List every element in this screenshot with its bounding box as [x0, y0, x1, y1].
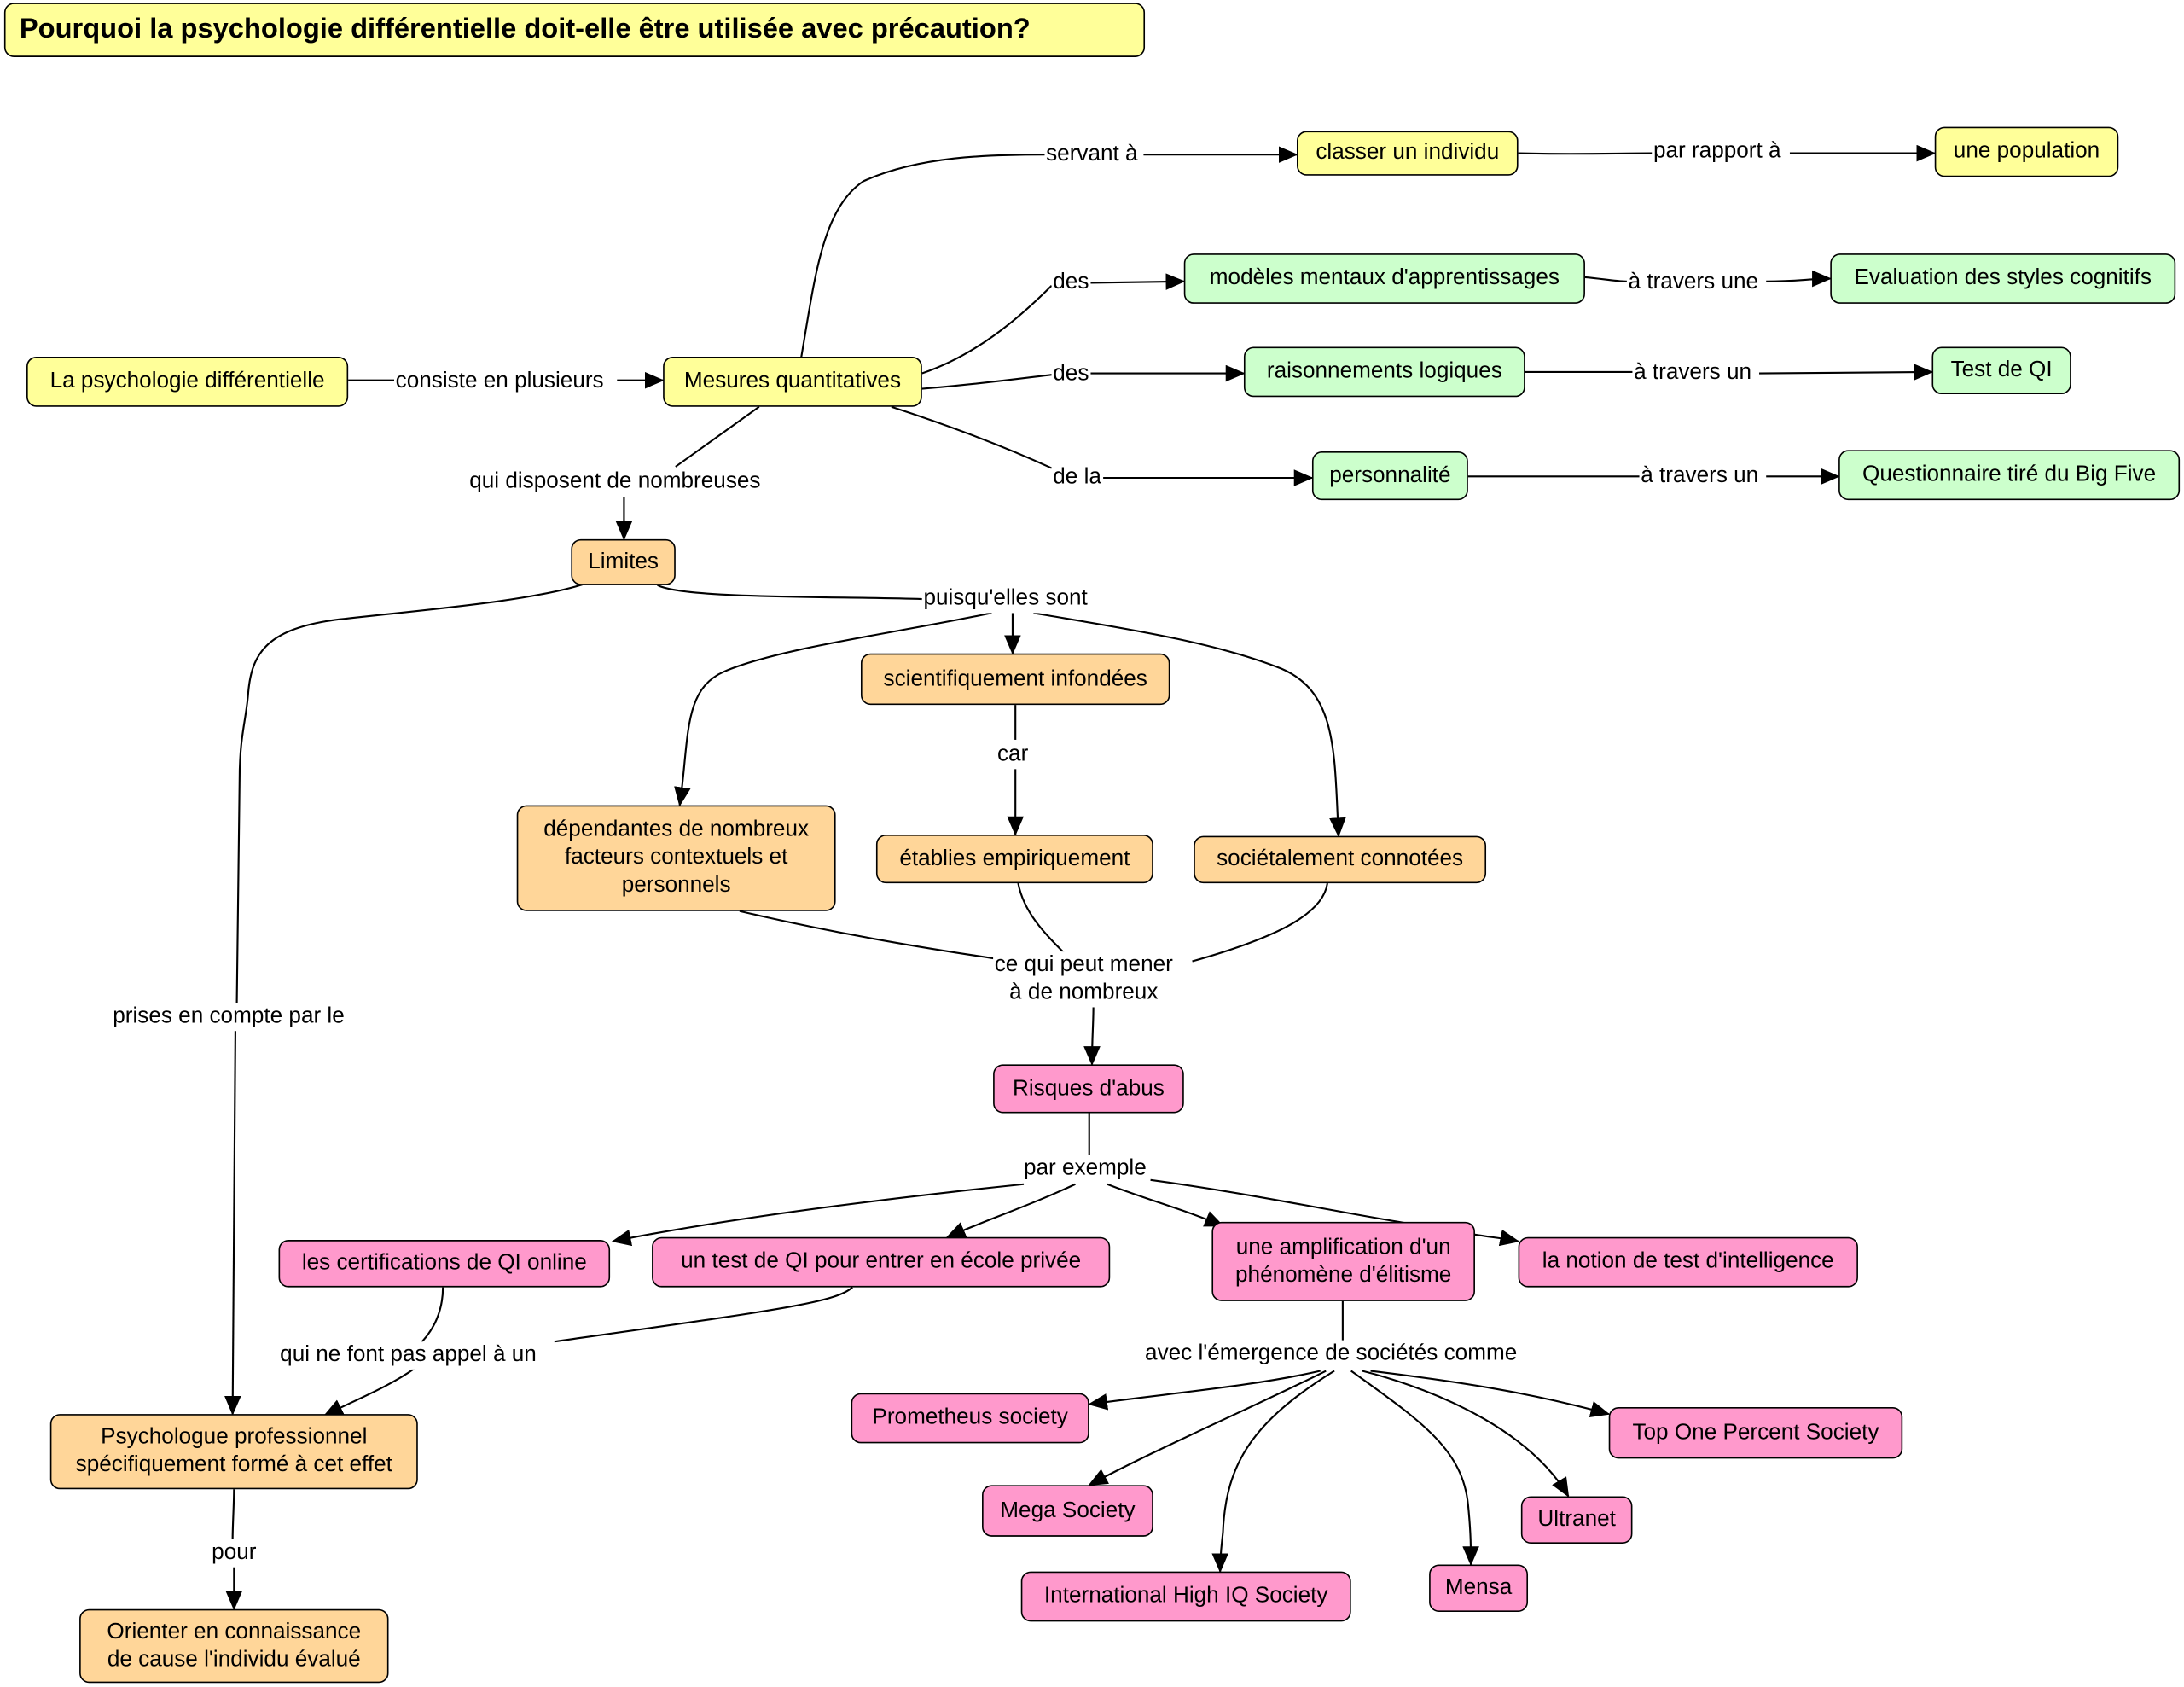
link-label-a-travers-une: à travers une: [1626, 269, 1760, 297]
node-notion-test-intelligence[interactable]: la notion de test d'intelligence: [1518, 1236, 1858, 1288]
node-dependantes-facteurs[interactable]: dépendantes de nombreux facteurs context…: [516, 805, 836, 911]
node-mensa[interactable]: Mensa: [1429, 1564, 1529, 1612]
node-mega-society[interactable]: Mega Society: [982, 1485, 1153, 1537]
node-raisonnements-logiques[interactable]: raisonnements logiques: [1243, 346, 1525, 398]
map-title: Pourquoi la psychologie différentielle d…: [3, 3, 1146, 57]
node-amplification-elitisme[interactable]: une amplification d'un phénomène d'éliti…: [1211, 1221, 1475, 1301]
link-label-pour: pour: [210, 1539, 258, 1568]
node-prometheus-society[interactable]: Prometheus society: [851, 1393, 1089, 1444]
link-label-a-travers-un-1: à travers un: [1632, 359, 1753, 387]
node-evaluation-styles-cognitifs[interactable]: Evaluation des styles cognitifs: [1830, 253, 2176, 304]
node-top-one-percent-society[interactable]: Top One Percent Society: [1608, 1406, 1903, 1459]
node-psychologue-professionnel[interactable]: Psychologue professionnel spécifiquement…: [49, 1414, 418, 1490]
node-etablies-empiriquement[interactable]: établies empiriquement: [875, 834, 1153, 884]
node-une-population[interactable]: une population: [1934, 126, 2119, 177]
link-label-disposent: qui disposent de nombreuses: [468, 468, 763, 497]
node-certifications-qi-online[interactable]: les certifications de QI online: [278, 1240, 611, 1288]
node-questionnaire-big-five[interactable]: Questionnaire tiré du Big Five: [1838, 450, 2181, 501]
node-orienter-individu[interactable]: Orienter en connaissance de cause l'indi…: [79, 1608, 389, 1684]
link-label-font-pas-appel: qui ne font pas appel à un: [278, 1341, 538, 1370]
node-test-de-qi[interactable]: Test de QI: [1931, 346, 2071, 395]
link-label-a-travers-un-2: à travers un: [1639, 462, 1760, 491]
link-label-par-exemple: par exemple: [1022, 1155, 1148, 1184]
link-label-de-la: de la: [1051, 463, 1103, 492]
node-classer-individu[interactable]: classer un individu: [1296, 131, 1519, 176]
node-modeles-mentaux[interactable]: modèles mentaux d'apprentissages: [1183, 253, 1585, 304]
link-label-emergence: avec l'émergence de sociétés comme: [1143, 1340, 1519, 1369]
link-label-par-rapport: par rapport à: [1652, 137, 1783, 166]
node-mesures-quantitatives[interactable]: Mesures quantitatives: [663, 356, 922, 407]
link-label-des-1: des: [1051, 269, 1091, 297]
node-test-qi-ecole-privee[interactable]: un test de QI pour entrer en école privé…: [652, 1236, 1111, 1288]
link-label-prises-en-compte: prises en compte par le: [111, 1003, 346, 1032]
link-label-des-2: des: [1051, 360, 1091, 389]
link-label-mener: ce qui peut mener à de nombreux: [993, 951, 1175, 1008]
node-scientifiquement-infondees[interactable]: scientifiquement infondées: [860, 653, 1170, 706]
link-label-consiste: consiste en plusieurs: [394, 368, 606, 396]
node-risques-abus[interactable]: Risques d'abus: [993, 1064, 1184, 1114]
node-ultranet[interactable]: Ultranet: [1520, 1496, 1633, 1544]
node-personnalite[interactable]: personnalité: [1311, 451, 1468, 501]
node-limites[interactable]: Limites: [571, 538, 676, 585]
node-societalement-connotees[interactable]: sociétalement connotées: [1194, 835, 1487, 884]
link-label-puisque: puisqu'elles sont: [921, 585, 1089, 614]
node-international-high-iq-society[interactable]: International High IQ Society: [1020, 1571, 1351, 1622]
link-label-servant: servant à: [1044, 140, 1140, 169]
node-psychologie-differentielle[interactable]: La psychologie différentielle: [26, 356, 349, 407]
link-label-car: car: [996, 741, 1030, 770]
